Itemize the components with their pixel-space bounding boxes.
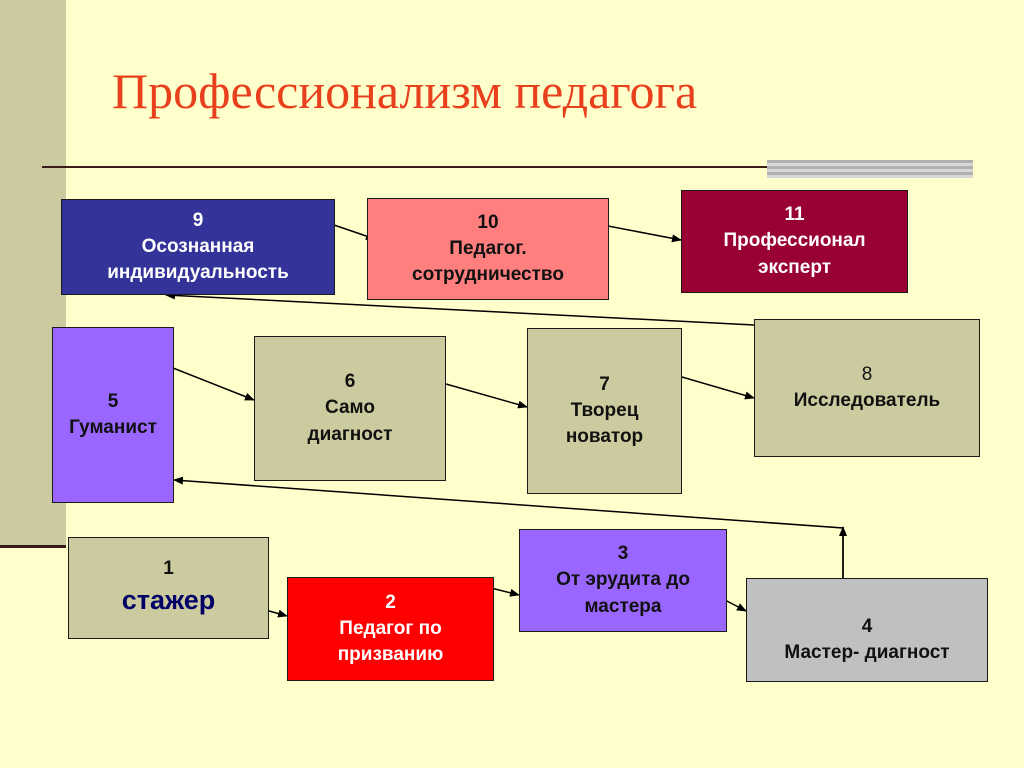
arrow-8-9 xyxy=(165,291,755,326)
arrow-10-11 xyxy=(607,225,682,243)
node-4-master-diagnostician: 4 Мастер- диагност xyxy=(746,578,988,682)
arrow-4-5 xyxy=(173,476,844,578)
node-7-line-1: Творец xyxy=(570,399,639,421)
node-2-line-2: призванию xyxy=(337,644,444,666)
node-10-pedagogy-cooperation: 10 Педагог. сотрудничество xyxy=(367,198,609,300)
node-2-vocational-teacher: 2 Педагог по призванию xyxy=(287,577,494,681)
node-2-line-1: Педагог по xyxy=(339,617,442,639)
node-11-line-2: эксперт xyxy=(757,256,832,278)
node-9-conscious-individuality: 9 Осознанная индивидуальность xyxy=(61,199,335,295)
node-11-line-1: Профессионал xyxy=(723,230,866,252)
arrow-3-4 xyxy=(724,599,747,612)
node-6-self-diagnostician: 6 Само диагност xyxy=(254,336,446,481)
node-8-researcher: 8 Исследователь xyxy=(754,319,980,457)
node-5-number: 5 xyxy=(107,390,119,412)
node-8-line-1: Исследователь xyxy=(793,390,941,411)
arrow-2-3 xyxy=(490,587,520,597)
node-7-line-2: новатор xyxy=(565,426,644,448)
arrow-5-6 xyxy=(172,367,255,401)
node-8-number: 8 xyxy=(861,363,873,385)
node-11-professional-expert: 11 Профессионал эксперт xyxy=(681,190,908,293)
node-5-line-1: Гуманист xyxy=(69,417,157,438)
node-6-line-2: диагност xyxy=(307,423,393,445)
node-1-number: 1 xyxy=(163,558,174,580)
slide-title: Профессионализм педагога xyxy=(112,63,698,119)
node-10-number: 10 xyxy=(477,211,499,233)
node-3-erudite-to-master: 3 От эрудита до мастера xyxy=(519,529,727,632)
node-10-line-1: Педагог. xyxy=(449,237,527,259)
node-11-number: 11 xyxy=(784,204,805,226)
node-4-number: 4 xyxy=(861,615,873,637)
arrow-7-8 xyxy=(681,376,755,400)
node-5-humanist: 5 Гуманист xyxy=(52,327,174,503)
node-6-line-1: Само xyxy=(325,397,375,419)
node-6-number: 6 xyxy=(344,371,356,393)
node-10-line-2: сотрудничество xyxy=(412,264,564,286)
node-7-number: 7 xyxy=(599,373,610,395)
node-7-creator-innovator: 7 Творец новатор xyxy=(527,328,682,494)
title-divider-accent xyxy=(767,160,973,178)
node-9-number: 9 xyxy=(192,209,204,231)
arrow-6-7 xyxy=(445,383,528,409)
node-3-line-1: От эрудита до xyxy=(556,569,690,591)
node-4-line-1: Мастер- диагност xyxy=(784,642,950,663)
node-9-line-2: индивидуальность xyxy=(107,262,289,284)
node-9-line-1: Осознанная xyxy=(141,235,255,257)
left-decor-line xyxy=(0,545,66,548)
node-1-line-1: стажер xyxy=(121,585,216,616)
title-divider xyxy=(42,166,972,168)
node-3-number: 3 xyxy=(617,543,629,565)
node-2-number: 2 xyxy=(385,591,396,613)
node-1-trainee: 1 стажер xyxy=(68,537,269,639)
node-3-line-2: мастера xyxy=(584,595,662,617)
